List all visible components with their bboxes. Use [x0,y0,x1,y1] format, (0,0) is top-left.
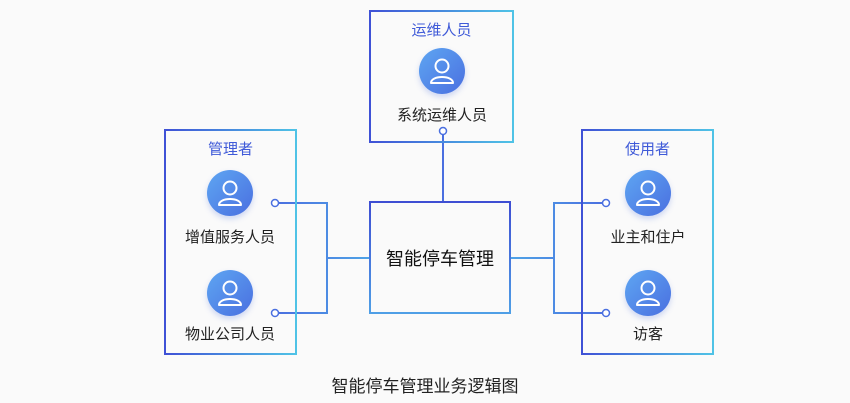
person-label-value-added: 增值服务人员 [184,228,275,246]
person-label-property: 物业公司人员 [184,325,275,343]
user-avatar-icon [625,170,671,216]
diagram-caption: 智能停车管理业务逻辑图 [331,377,519,397]
group-users: 使用者 [581,129,714,355]
group-title-managers: 管理者 [207,140,253,158]
user-avatar-icon [419,48,465,94]
person-label-visitor: 访客 [632,325,663,343]
person-label-ops: 系统运维人员 [396,106,487,124]
group-managers: 管理者 [164,129,297,355]
group-title-users: 使用者 [624,140,670,158]
user-avatar-icon [625,270,671,316]
center-node: 智能停车管理 [369,201,511,314]
user-avatar-icon [207,270,253,316]
connector-managers [277,202,369,314]
user-avatar-icon [207,170,253,216]
person-label-residents: 业主和住户 [610,228,686,246]
group-title-ops: 运维人员 [411,21,472,39]
